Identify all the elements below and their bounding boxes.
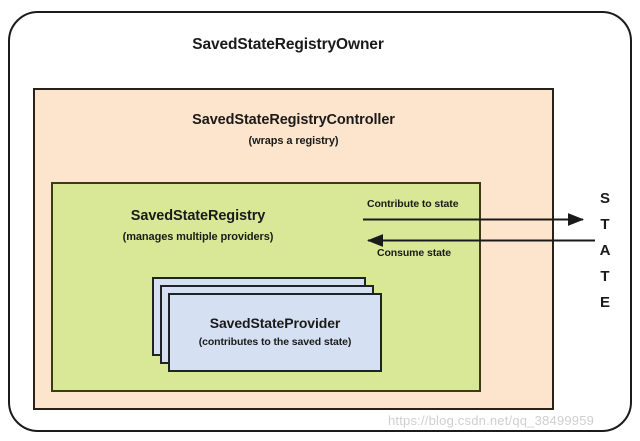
state-letter-2: T <box>600 216 610 233</box>
controller-title: SavedStateRegistryController <box>192 112 395 128</box>
watermark: https://blog.csdn.net/qq_38499959 <box>388 413 595 428</box>
provider-stack: SavedStateProvider (contributes to the s… <box>152 277 382 372</box>
registry-subtitle: (manages multiple providers) <box>122 231 274 243</box>
provider-title: SavedStateProvider <box>209 315 341 331</box>
consume-state-label: Consume state <box>377 247 451 259</box>
controller-subtitle: (wraps a registry) <box>248 135 339 147</box>
state-letter-3: A <box>599 242 611 259</box>
provider-subtitle: (contributes to the saved state) <box>198 336 352 348</box>
state-letter-1: S <box>599 190 610 207</box>
owner-title: SavedStateRegistryOwner <box>192 36 384 53</box>
registry-title: SavedStateRegistry <box>130 208 266 224</box>
provider-card-front <box>168 293 382 372</box>
state-letter-5: E <box>599 294 610 311</box>
state-letter-4: T <box>600 268 610 285</box>
contribute-to-state-label: Contribute to state <box>367 198 459 210</box>
state-label: S T A T E <box>594 186 616 316</box>
